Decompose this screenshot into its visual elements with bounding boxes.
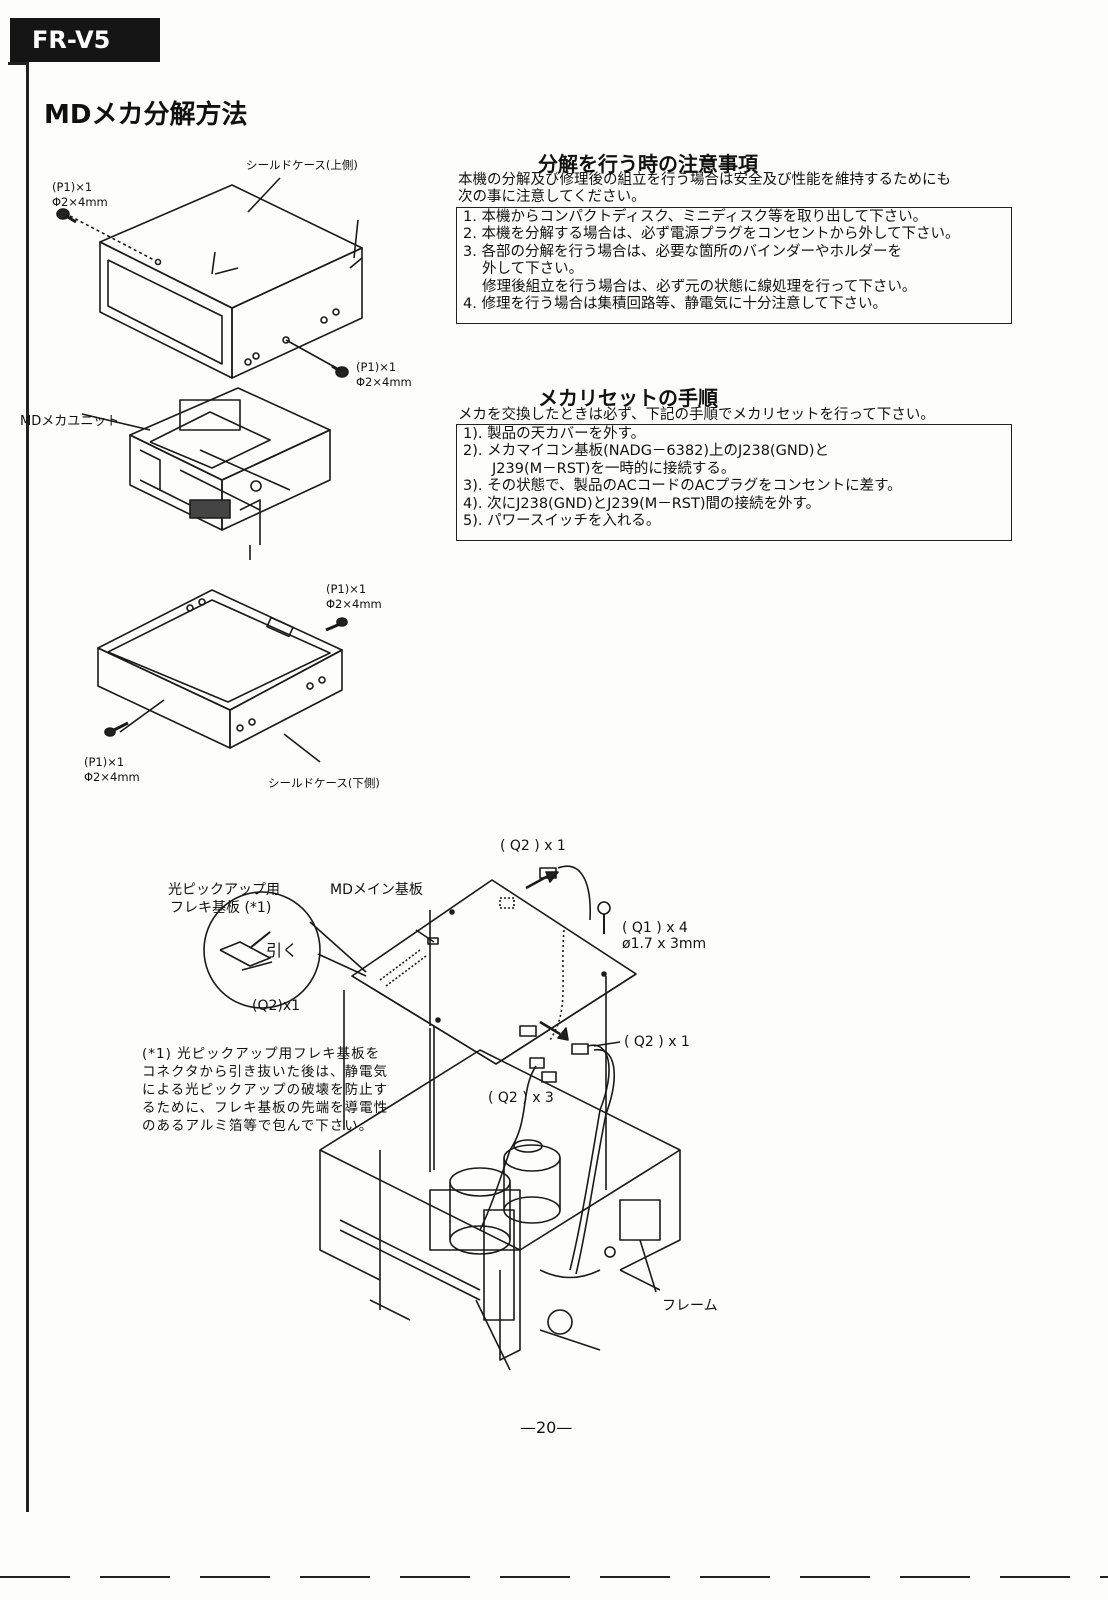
electrostatic-note: (*1) 光ピックアップ用フレキ基板を コネクタから引き抜いた後は、静電気 によ… — [142, 1045, 388, 1135]
screw-icon — [597, 901, 611, 934]
label-q1-count: ( Q1 ) x 4 — [622, 920, 688, 936]
precaution-item: 外して下さい。 — [463, 261, 584, 278]
model-tab: FR-V5 — [10, 18, 160, 62]
shield-case-upper — [69, 177, 363, 379]
screw-icon — [104, 721, 129, 737]
label-q1-size: ø1.7 x 3mm — [622, 936, 707, 952]
label-q2-top: ( Q2 ) x 1 — [500, 838, 566, 854]
label-screw-size: Φ2×4mm — [84, 770, 140, 784]
reset-step: J239(M－RST)を一時的に接続する。 — [463, 460, 736, 477]
label-frame: フレーム — [662, 1298, 718, 1314]
precautions-intro: 本機の分解及び修理後の組立を行う場合は安全及び性能を維持するためにも 次の事に注… — [458, 172, 951, 206]
screw-icon — [56, 208, 77, 224]
md-main-board-removal-diagram — [203, 865, 681, 1371]
note-line: のあるアルミ箔等で包んで下さい。 — [142, 1118, 374, 1134]
exploded-view-shield-case — [56, 177, 363, 763]
connector-q2-right — [539, 1020, 621, 1275]
reset-step: 4). 次にJ238(GND)とJ239(M－RST)間の接続を外す。 — [463, 495, 821, 512]
md-mecha-unit — [81, 387, 331, 560]
note-line: による光ピックアップの破壊を防止す — [142, 1082, 389, 1098]
reset-steps-box: 1). 製品の天カバーを外す。 2). メカマイコン基板(NADG－6382)上… — [456, 424, 1012, 541]
footer-rule — [0, 1576, 1108, 1578]
precaution-item: 修理後組立を行う場合は、必ず元の状態に線処理を行って下さい。 — [463, 278, 917, 295]
label-screw-count: (P1)×1 — [326, 582, 367, 596]
label-pickup-flex-line1: 光ピックアップ用 — [168, 882, 280, 898]
shield-case-lower — [97, 589, 343, 763]
note-line: (*1) 光ピックアップ用フレキ基板を — [142, 1046, 381, 1062]
label-pickup-flex-line2: フレキ基板 (*1) — [170, 900, 272, 916]
reset-intro: メカを交換したときは必ず、下記の手順でメカリセットを行って下さい。 — [458, 407, 935, 423]
label-shield-upper: シールドケース(上側) — [246, 158, 358, 172]
left-margin-rule-tick — [8, 62, 28, 65]
md-main-board — [351, 879, 637, 1065]
reset-step: 2). メカマイコン基板(NADG－6382)上のJ238(GND)と — [463, 443, 829, 460]
screw-icon — [331, 364, 349, 378]
label-screw-size: Φ2×4mm — [52, 195, 108, 209]
label-screw-size: Φ2×4mm — [326, 597, 382, 611]
connector-q2-top — [525, 865, 591, 921]
label-pull: 引く — [266, 941, 299, 960]
label-mecha-unit: MDメカユニット — [20, 414, 120, 429]
label-q2-x3: ( Q2 ) x 3 — [488, 1090, 554, 1106]
connector-detail-circle — [203, 891, 367, 1009]
precautions-title: 分解を行う時の注意事項 — [538, 152, 758, 176]
label-screw-count: (P1)×1 — [52, 180, 93, 194]
reset-step: 1). 製品の天カバーを外す。 — [463, 426, 646, 442]
reset-step: 5). パワースイッチを入れる。 — [463, 513, 661, 530]
left-margin-rule — [26, 62, 29, 1512]
note-line: コネクタから引き抜いた後は、静電気 — [142, 1064, 388, 1080]
precaution-item: 1. 本機からコンパクトディスク、ミニディスク等を取り出して下さい。 — [463, 209, 928, 225]
label-screw-size: Φ2×4mm — [356, 375, 412, 389]
precautions-intro-line: 本機の分解及び修理後の組立を行う場合は安全及び性能を維持するためにも — [458, 172, 951, 188]
label-screw-count: (P1)×1 — [356, 360, 397, 374]
page-number: —20— — [520, 1418, 573, 1437]
label-md-main-board: MDメイン基板 — [330, 882, 423, 898]
screw-icon — [325, 617, 348, 632]
label-screw-count: (P1)×1 — [84, 755, 125, 769]
reset-title: メカリセットの手順 — [538, 386, 718, 410]
mecha-frame — [319, 910, 681, 1371]
note-line: るために、フレキ基板の先端を導電性 — [142, 1100, 389, 1116]
label-shield-lower: シールドケース(下側) — [268, 776, 380, 790]
connector-q2-x3 — [479, 1057, 557, 1231]
reset-step: 3). その状態で、製品のACコードのACプラグをコンセントに差す。 — [463, 478, 902, 495]
precaution-item: 4. 修理を行う場合は集積回路等、静電気に十分注意して下さい。 — [463, 296, 888, 313]
model-name: FR-V5 — [32, 26, 111, 54]
precautions-intro-line: 次の事に注意してください。 — [458, 189, 646, 205]
precaution-item: 3. 各部の分解を行う場合は、必要な箇所のバインダーやホルダーを — [463, 243, 902, 260]
precautions-box: 1. 本機からコンパクトディスク、ミニディスク等を取り出して下さい。 2. 本機… — [456, 207, 1012, 324]
label-q2-right: ( Q2 ) x 1 — [624, 1034, 690, 1050]
precaution-item: 2. 本機を分解する場合は、必ず電源プラグをコンセントから外して下さい。 — [463, 226, 960, 243]
page-title: MDメカ分解方法 — [44, 100, 248, 130]
